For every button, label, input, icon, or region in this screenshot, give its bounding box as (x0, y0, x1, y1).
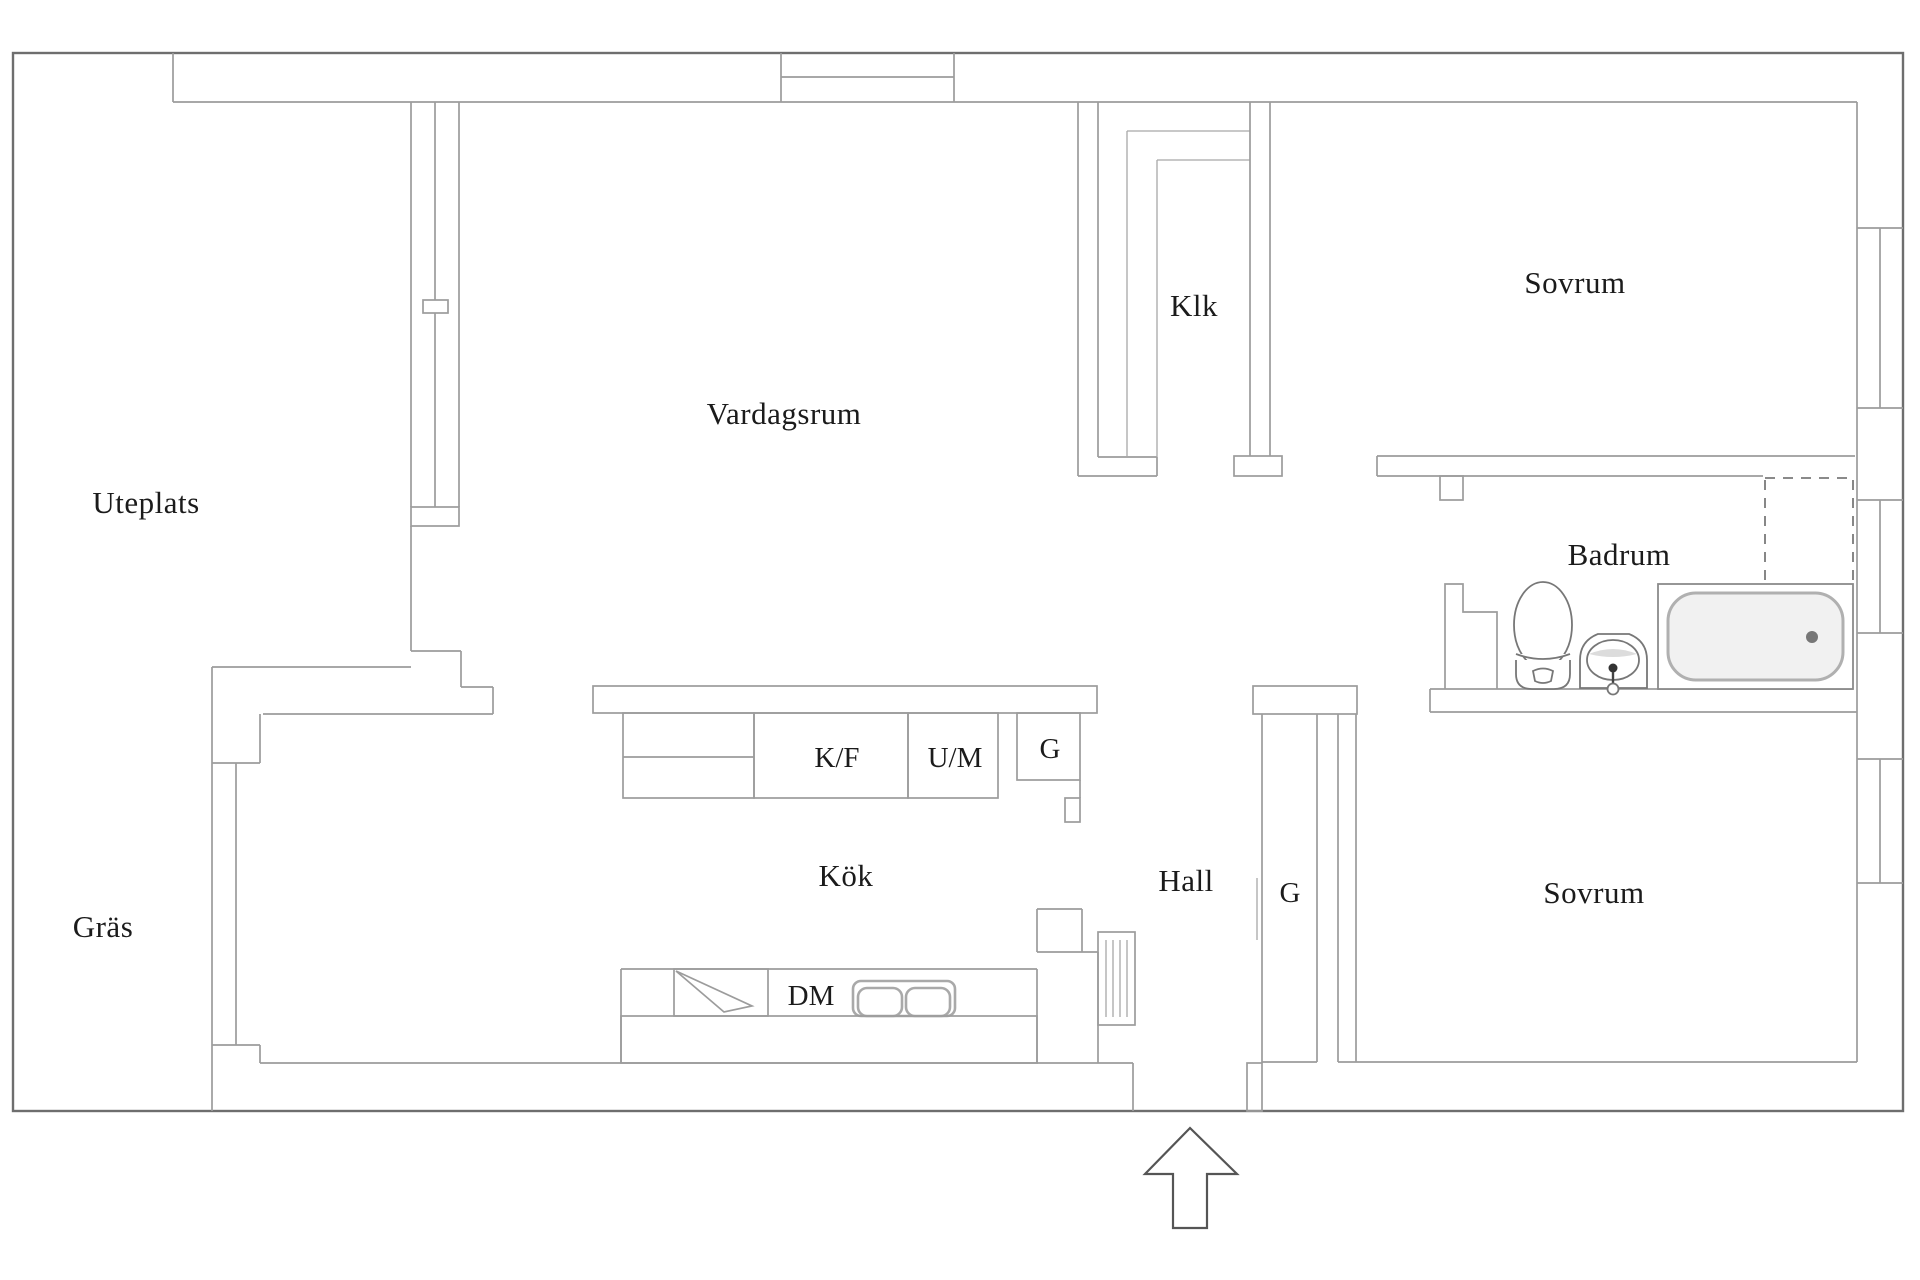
sink-bowl-right (904, 986, 952, 1018)
oven-micro-box (907, 712, 999, 799)
sink-bowl-left (856, 986, 904, 1018)
entrance-arrow-icon (1142, 1126, 1240, 1230)
hall-kitchen-partition (1036, 908, 1136, 1063)
hall-wardrobe-label: G (1280, 877, 1301, 909)
wall-break-icon (422, 299, 449, 314)
hall-and-bottom-bedroom-walls (1252, 685, 1857, 1063)
dashed-cabinet-icon (1764, 477, 1854, 586)
kitchen-counter-band (592, 685, 1098, 714)
klk-closet-walls (1077, 102, 1283, 477)
plot-boundary (11, 51, 1905, 1113)
badrum-door-pier (1439, 475, 1464, 501)
entrance-right-jamb (1246, 1062, 1263, 1112)
kitchen-counter (620, 1015, 1038, 1064)
oven-micro-label: U/M (928, 742, 983, 774)
window-wall-cap (410, 506, 460, 527)
north-wall (172, 53, 1857, 103)
hall-wardrobe-walls (1261, 714, 1318, 1063)
stove-icon (675, 970, 755, 1013)
klk-label: Klk (1170, 288, 1218, 323)
sovrum-top-walls (1376, 455, 1855, 501)
klk-shelves (1126, 130, 1250, 457)
bathtub-icon (1657, 583, 1854, 690)
hall-label: Hall (1158, 863, 1213, 898)
sovrum-bottom-label: Sovrum (1543, 875, 1644, 910)
bathroom-sink-icon (1579, 633, 1648, 696)
kitchen-upper-run (592, 685, 1098, 823)
west-window-wall (410, 102, 460, 651)
kitchen-wardrobe-box (1016, 712, 1081, 781)
patio-and-west-wall (211, 650, 1098, 1111)
toilet-icon (1513, 581, 1573, 690)
badrum-label: Badrum (1568, 537, 1671, 572)
wall-tab (1064, 797, 1081, 823)
kok-label: Kök (819, 858, 874, 893)
hall-band (1252, 685, 1358, 715)
uteplats-label: Uteplats (92, 485, 199, 520)
sovrum-top-label: Sovrum (1524, 265, 1625, 300)
fridge-freezer-label: K/F (814, 742, 859, 774)
vardagsrum-label: Vardagsrum (707, 396, 862, 431)
east-wall-windows (1856, 102, 1903, 1062)
klk-east-foot (1233, 455, 1283, 477)
bathtub-drain (1806, 631, 1818, 643)
dishwasher-label: DM (788, 980, 835, 1012)
kitchen-wardrobe-label: G (1040, 733, 1061, 765)
bathroom-fixtures (1513, 581, 1854, 696)
kitchen-lower-run (620, 968, 1038, 1064)
gras-label: Gräs (73, 909, 134, 944)
radiator-icon (1097, 931, 1136, 1026)
south-wall-entrance (1098, 1062, 1263, 1112)
kitchen-cabinet (622, 712, 755, 799)
